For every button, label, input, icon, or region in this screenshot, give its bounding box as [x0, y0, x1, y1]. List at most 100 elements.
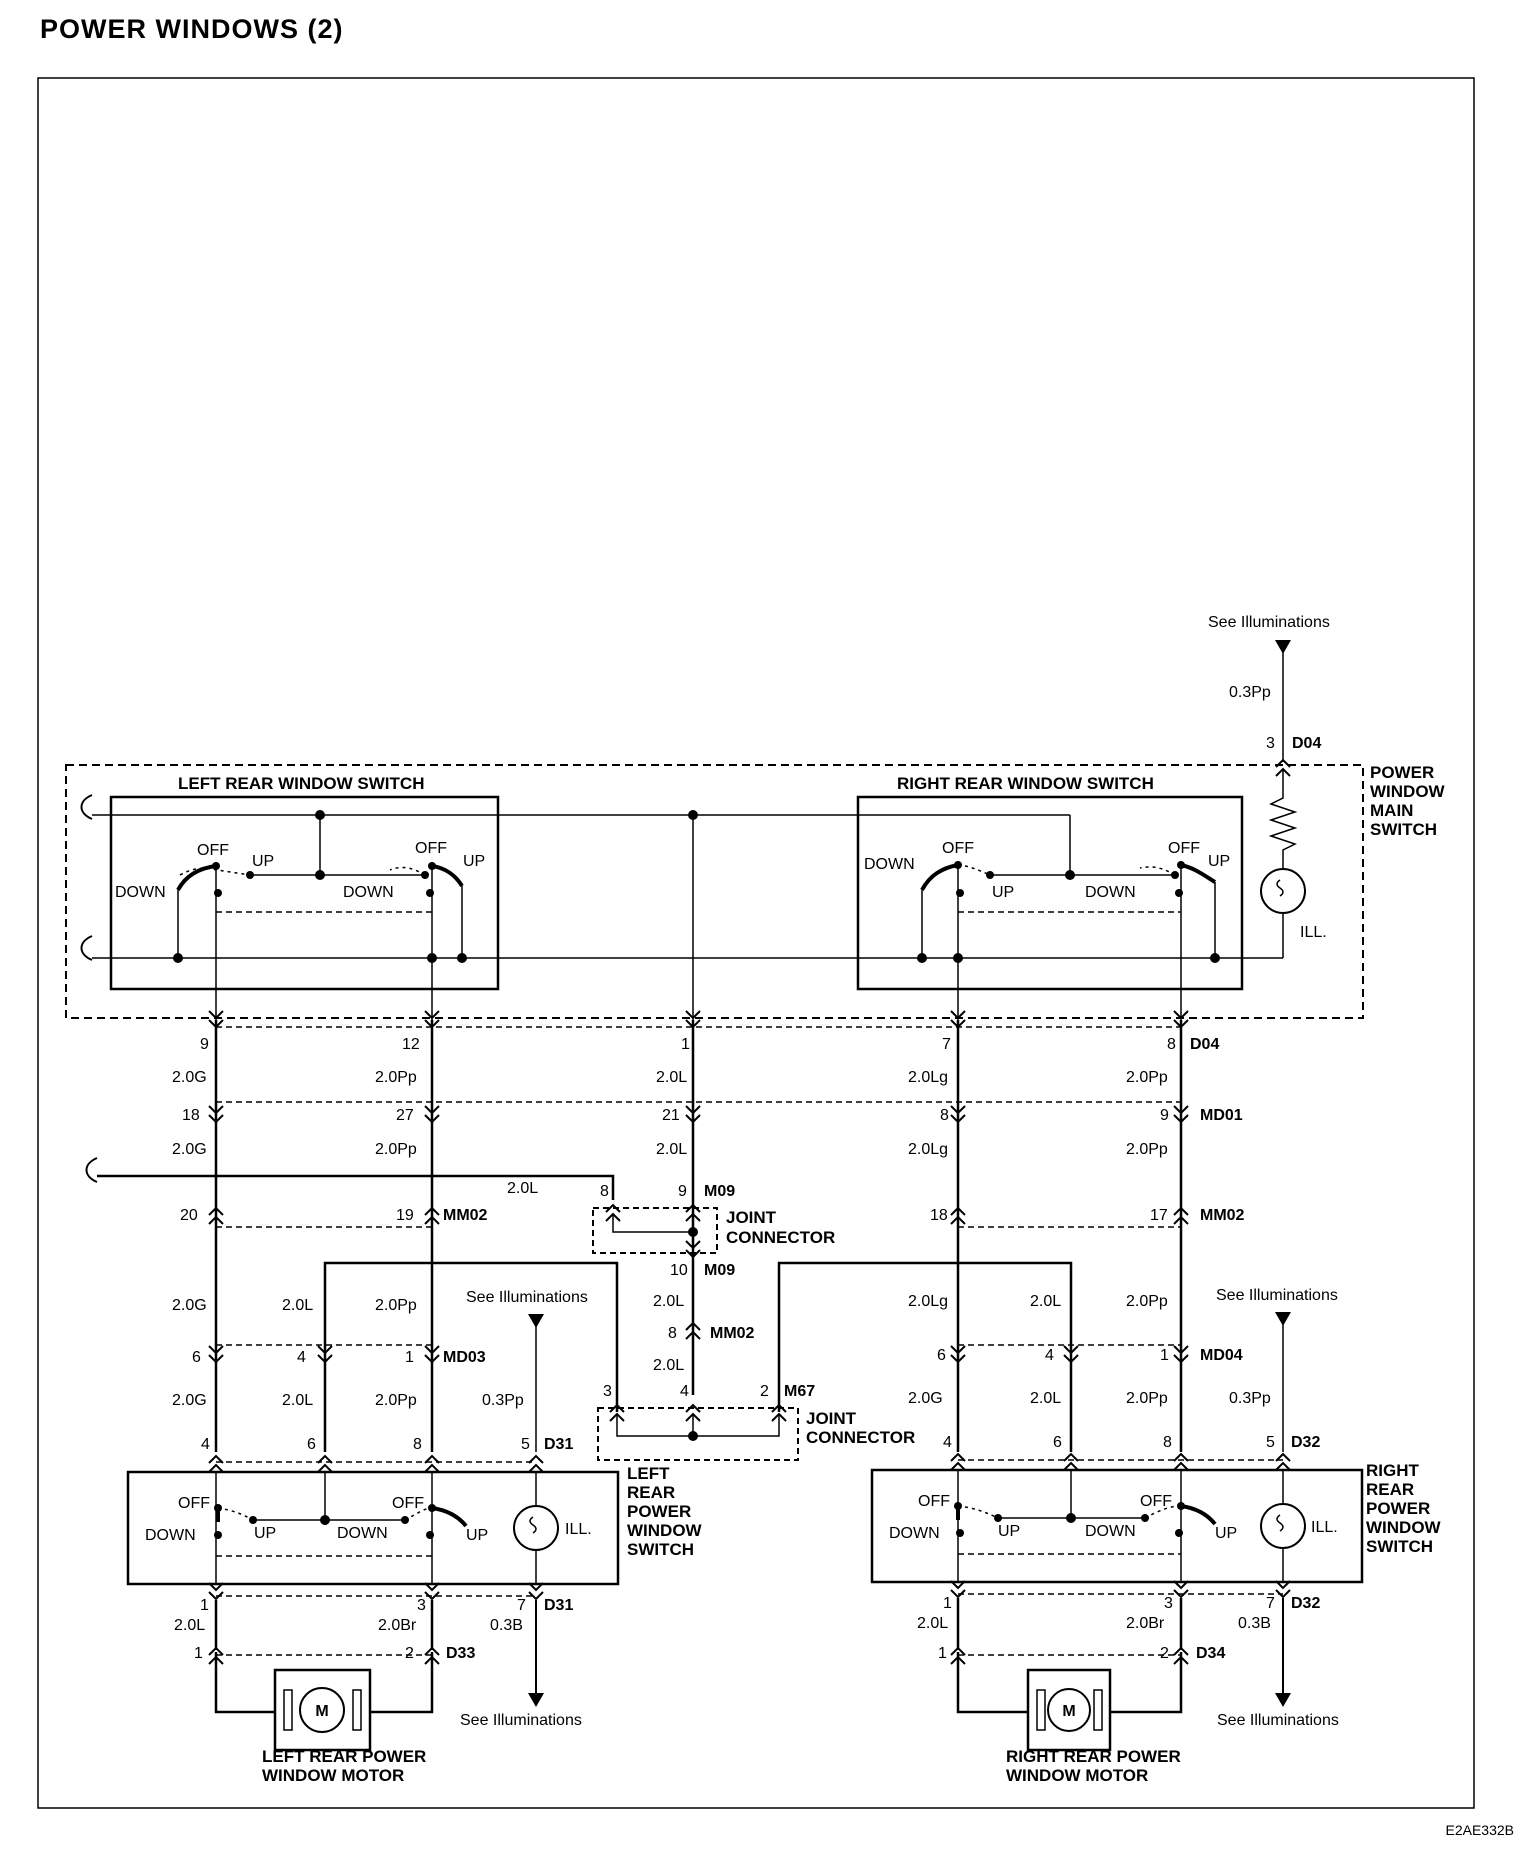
pin-d04-1: 1 [681, 1036, 690, 1053]
wire-l-2: 2.0L [656, 1141, 687, 1158]
lrws-down-1: DOWN [115, 884, 166, 901]
wire-pp-7: 2.0Pp [1126, 1293, 1168, 1310]
wire-g-1: 2.0G [172, 1069, 207, 1086]
pin-md01-18: 18 [182, 1107, 200, 1124]
rrpws-ill: ILL. [1311, 1519, 1338, 1536]
conn-md04: MD04 [1200, 1347, 1243, 1364]
rrws-up-1: UP [992, 884, 1014, 901]
pin-md03-1: 1 [405, 1349, 414, 1366]
pin-m09-10: 10 [670, 1262, 688, 1279]
wire-pp03-right: 0.3Pp [1229, 1390, 1271, 1407]
left-motor-symbol: M [315, 1703, 328, 1720]
main-switch-label-4: SWITCH [1370, 820, 1437, 839]
see-illum-bot-left: See Illuminations [460, 1712, 582, 1729]
joint-connector-label-2: CONNECTOR [726, 1228, 835, 1247]
left-motor-label-2: WINDOW MOTOR [262, 1766, 404, 1785]
pin-m67-4: 4 [680, 1383, 689, 1400]
conn-d04: D04 [1190, 1036, 1219, 1053]
main-switch-label-3: MAIN [1370, 801, 1413, 820]
vertical-wires [214, 1020, 1183, 1452]
pin-md03-6: 6 [192, 1349, 201, 1366]
rrws-off-2: OFF [1168, 840, 1200, 857]
rrpws-off-1: OFF [918, 1493, 950, 1510]
pin-d31-5: 5 [521, 1436, 530, 1453]
wire-g-3: 2.0G [172, 1297, 207, 1314]
pin-d34-1: 1 [938, 1645, 947, 1662]
wire-pp-8: 2.0Pp [1126, 1390, 1168, 1407]
wire-br-d32: 2.0Br [1126, 1615, 1165, 1632]
wire-l-7: 2.0L [1030, 1293, 1061, 1310]
wire-g-5: 2.0G [908, 1390, 943, 1407]
pin-md03-4: 4 [297, 1349, 306, 1366]
wire-g-2: 2.0G [172, 1141, 207, 1158]
pin-mm02-20: 20 [180, 1207, 198, 1224]
pin-d31-1: 1 [200, 1597, 209, 1614]
lrpws-up-1: UP [254, 1525, 276, 1542]
lrws-off-1: OFF [197, 842, 229, 859]
rrpws-label-2: REAR [1366, 1480, 1414, 1499]
left-rear-power-window-motor: M LEFT REAR POWER WINDOW MOTOR [262, 1668, 426, 1785]
conn-d32-bot: D32 [1291, 1595, 1320, 1612]
wire-pp-2: 2.0Pp [1126, 1069, 1168, 1086]
lrpws-down-1: DOWN [145, 1527, 196, 1544]
conn-d04-top: D04 [1292, 735, 1321, 752]
wire-b03-right: 0.3B [1238, 1615, 1271, 1632]
conn-m09-top: M09 [704, 1183, 735, 1200]
pin-d31-7: 7 [517, 1597, 526, 1614]
right-motor-label-1: RIGHT REAR POWER [1006, 1747, 1181, 1766]
lrpws-down-2: DOWN [337, 1525, 388, 1542]
right-motor-symbol: M [1062, 1703, 1075, 1720]
left-rear-window-switch-label: LEFT REAR WINDOW SWITCH [178, 774, 424, 793]
conn-m67: M67 [784, 1383, 815, 1400]
pin-d32-4: 4 [943, 1434, 952, 1451]
lrpws-ill: ILL. [565, 1521, 592, 1538]
wire-lg-1: 2.0Lg [908, 1069, 948, 1086]
pin-d32-7: 7 [1266, 1595, 1275, 1612]
conn-d33: D33 [446, 1645, 475, 1662]
rrws-down-1: DOWN [864, 856, 915, 873]
joint-connector-m09: 8 9 M09 JOINT CONNECTOR 10 M09 [592, 1183, 835, 1279]
wire-l-1: 2.0L [656, 1069, 687, 1086]
pin-d04-7: 7 [942, 1036, 951, 1053]
pin-d04-9: 9 [200, 1036, 209, 1053]
conn-d32-top: D32 [1291, 1434, 1320, 1451]
left-rear-power-window-switch: ILL. OFF DOWN UP DOWN OFF UP LEFT REAR P… [126, 1464, 703, 1586]
lrpws-label-3: POWER [627, 1502, 691, 1521]
wire-l-3: 2.0L [653, 1293, 684, 1310]
conn-m09-bot: M09 [704, 1262, 735, 1279]
conn-mm02-left: MM02 [443, 1207, 488, 1224]
rrws-down-2: DOWN [1085, 884, 1136, 901]
pin-md01-21: 21 [662, 1107, 680, 1124]
pin-mm02-8: 8 [668, 1325, 677, 1342]
pin-md04-6: 6 [937, 1347, 946, 1364]
joint-connector-m67: 3 4 2 M67 JOINT CONNECTOR [597, 1383, 915, 1461]
pin-m09-8: 8 [600, 1183, 609, 1200]
lrpws-label-1: LEFT [627, 1464, 670, 1483]
pin-md04-4: 4 [1045, 1347, 1054, 1364]
pin-d31-4: 4 [201, 1436, 210, 1453]
rrpws-down-2: DOWN [1085, 1523, 1136, 1540]
see-illum-bot-right: See Illuminations [1217, 1712, 1339, 1729]
pin-d04-12: 12 [402, 1036, 420, 1053]
pin-d31-3: 3 [417, 1597, 426, 1614]
wire-pp-5: 2.0Pp [375, 1297, 417, 1314]
rrws-up-2: UP [1208, 853, 1230, 870]
pin-d32-1: 1 [943, 1595, 952, 1612]
wire-g-4: 2.0G [172, 1392, 207, 1409]
pin-d32-6: 6 [1053, 1434, 1062, 1451]
joint-connector-label-1: JOINT [726, 1208, 777, 1227]
right-rear-power-window-motor: M RIGHT REAR POWER WINDOW MOTOR [1006, 1668, 1181, 1785]
pin-d31-6: 6 [307, 1436, 316, 1453]
pin-m09-9: 9 [678, 1183, 687, 1200]
right-rear-window-switch-label: RIGHT REAR WINDOW SWITCH [897, 774, 1154, 793]
joint-connector-m67-label-2: CONNECTOR [806, 1428, 915, 1447]
pin-d33-1: 1 [194, 1645, 203, 1662]
conn-mm02-right: MM02 [1200, 1207, 1245, 1224]
pin-d31-8: 8 [413, 1436, 422, 1453]
pin-d04-3: 3 [1266, 735, 1275, 752]
pin-d04-8: 8 [1167, 1036, 1176, 1053]
wire-lg-3: 2.0Lg [908, 1293, 948, 1310]
lrpws-off-1: OFF [178, 1495, 210, 1512]
wire-lg-2: 2.0Lg [908, 1141, 948, 1158]
